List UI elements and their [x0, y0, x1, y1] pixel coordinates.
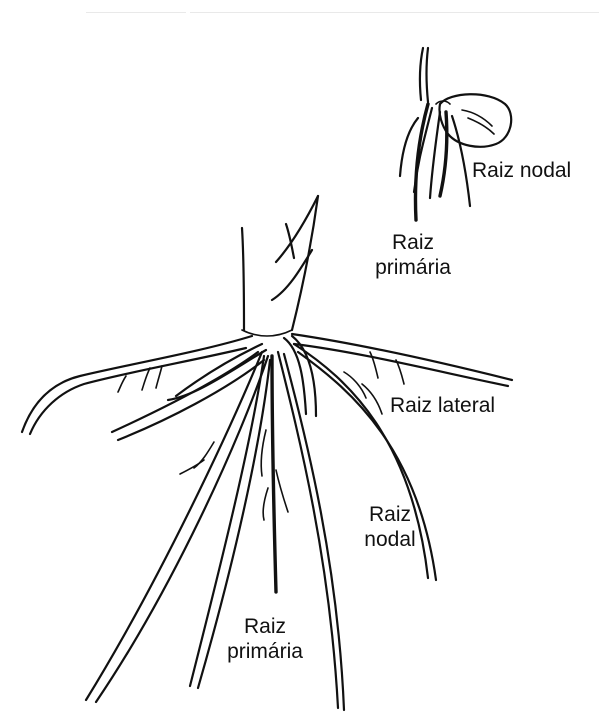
- left-lateral-root-edge: [30, 348, 246, 434]
- root-hair-8: [263, 488, 268, 520]
- root-hair-5: [180, 460, 204, 474]
- root-hair-10: [362, 384, 382, 414]
- label-lateral-text: Raiz lateral: [390, 393, 495, 418]
- root-hair-2: [142, 368, 150, 390]
- seedling-coleoptile: [420, 48, 423, 100]
- leaf-sheath-3: [272, 250, 312, 300]
- seedling-illustration: [400, 48, 511, 220]
- seedling-primary-root: [416, 104, 429, 220]
- label-mature-nodal-line-2: nodal: [340, 527, 440, 552]
- label-lateral-root: Raiz lateral: [390, 393, 495, 418]
- label-mature-nodal-root: Raiz nodal: [340, 502, 440, 552]
- label-mature-primary-line-2: primária: [210, 639, 320, 664]
- label-mature-primary-line-1: Raiz: [210, 614, 320, 639]
- root-crown: [242, 330, 292, 336]
- seed-detail-2: [468, 118, 494, 134]
- root-hair-6: [261, 430, 266, 476]
- primary-root: [272, 356, 276, 592]
- label-seedling-primary-root: Raiz primária: [358, 230, 468, 280]
- label-mature-nodal-line-1: Raiz: [340, 502, 440, 527]
- root-hair: [118, 376, 126, 392]
- nodal-root-short-right-edge: [292, 336, 316, 416]
- stem-left-edge: [242, 228, 244, 330]
- label-mature-primary-root: Raiz primária: [210, 614, 320, 664]
- seedling-coleoptile-edge: [427, 48, 429, 102]
- seedling-root-3: [430, 112, 440, 198]
- label-seedling-nodal-root: Raiz nodal: [472, 158, 571, 183]
- root-hair-11: [370, 352, 378, 378]
- root-hair-7: [276, 470, 288, 512]
- right-lateral-root-edge: [294, 344, 508, 386]
- root-hair-3: [156, 366, 162, 388]
- left-lateral-root: [22, 336, 252, 432]
- seedling-nodal-root: [452, 116, 470, 206]
- label-seedling-nodal-text: Raiz nodal: [472, 158, 571, 183]
- label-seedling-primary-line-2: primária: [358, 255, 468, 280]
- seed-detail: [462, 110, 492, 126]
- label-seedling-primary-line-1: Raiz: [358, 230, 468, 255]
